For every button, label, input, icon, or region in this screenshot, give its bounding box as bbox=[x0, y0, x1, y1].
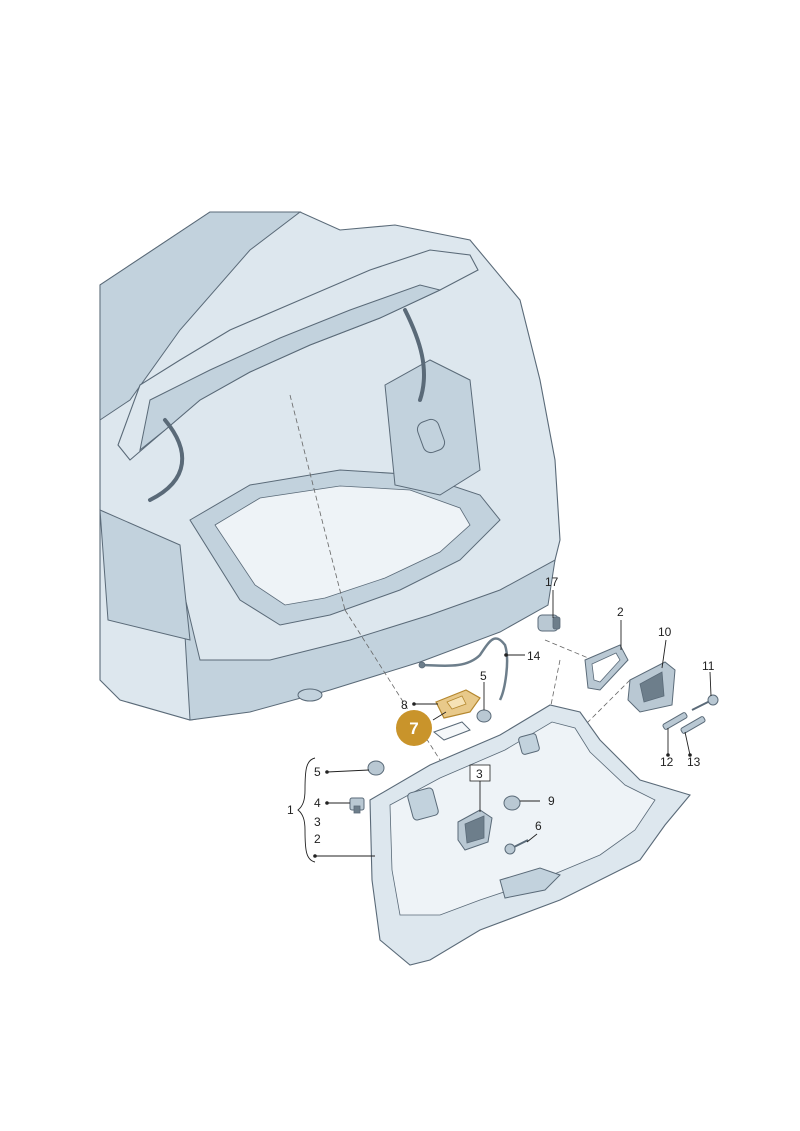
small-parts bbox=[349, 614, 719, 855]
trunk-side-handle bbox=[416, 418, 446, 454]
part-12-13-pins bbox=[662, 712, 706, 734]
callout-14: 14 bbox=[527, 649, 541, 663]
callout-5-top: 5 bbox=[480, 669, 487, 683]
callout-3-top-box bbox=[469, 764, 491, 782]
callout-13: 13 bbox=[687, 755, 701, 769]
callout-4-left: 4 bbox=[314, 796, 321, 810]
part-6-screw bbox=[504, 839, 529, 855]
car-rear-bumper bbox=[181, 559, 556, 721]
callout-8: 8 bbox=[401, 698, 408, 712]
trim-panel-grip bbox=[499, 867, 561, 899]
bumper-reflector bbox=[297, 688, 323, 702]
car-body-illustration bbox=[99, 211, 561, 721]
left-taillight bbox=[99, 509, 191, 641]
highlight-badge: 7 bbox=[396, 710, 447, 746]
group-brace bbox=[297, 757, 316, 863]
part-11-screw bbox=[691, 694, 719, 711]
callout-3-top: 3 bbox=[476, 767, 483, 781]
part-2-bezel bbox=[584, 644, 629, 691]
callout-5-left: 5 bbox=[314, 765, 321, 779]
trunk-floor-inner bbox=[214, 485, 471, 606]
callout-leaders bbox=[297, 590, 712, 863]
trim-panel-recess-left bbox=[407, 787, 439, 821]
callout-17: 17 bbox=[545, 575, 559, 589]
callout-12: 12 bbox=[660, 755, 674, 769]
part-14-cable-end bbox=[418, 661, 426, 669]
part-14-cable bbox=[419, 637, 509, 701]
callout-2-top: 2 bbox=[617, 605, 624, 619]
left-hinge-arm bbox=[148, 418, 185, 502]
callout-1-left: 1 bbox=[287, 803, 294, 817]
trim-panel-recess-top bbox=[518, 733, 540, 755]
callout-10: 10 bbox=[658, 625, 672, 639]
part-9-grommet bbox=[503, 795, 521, 811]
rear-roof bbox=[99, 211, 302, 421]
part-5-grommet-left bbox=[367, 760, 385, 776]
part-5-grommet-top bbox=[476, 709, 492, 723]
part-8-lamp-highlighted bbox=[435, 689, 481, 719]
callout-2-left: 2 bbox=[314, 832, 321, 846]
callout-9: 9 bbox=[548, 794, 555, 808]
badge-circle bbox=[396, 710, 432, 746]
part-8-lens bbox=[432, 721, 471, 741]
right-hinge-arm bbox=[403, 308, 427, 402]
part-3-handle bbox=[457, 809, 493, 851]
part-17-switch bbox=[537, 614, 561, 632]
part-4-clip bbox=[349, 797, 365, 814]
trunk-lid-trim-panel bbox=[369, 704, 691, 966]
callout-labels: 17 2 10 11 14 8 5 3 9 6 12 13 5 4 1 3 2 bbox=[287, 575, 715, 846]
callout-11: 11 bbox=[702, 659, 715, 673]
callout-3-left: 3 bbox=[314, 815, 321, 829]
callout-6: 6 bbox=[535, 819, 542, 833]
badge-label: 7 bbox=[409, 719, 418, 738]
part-10-handle-housing bbox=[627, 661, 676, 713]
trunk-lid-underside bbox=[139, 284, 442, 452]
